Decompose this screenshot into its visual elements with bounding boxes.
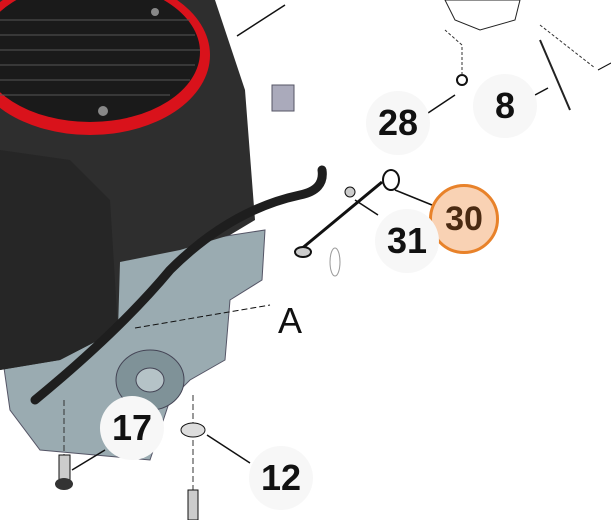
dipstick-tube xyxy=(299,180,383,252)
callout-30-highlighted[interactable]: 30 xyxy=(429,184,499,254)
breather-hose xyxy=(30,165,327,405)
fan-screen xyxy=(0,0,200,122)
callout-12[interactable]: 12 xyxy=(260,457,302,498)
screw-31 xyxy=(344,186,356,198)
wire-connector xyxy=(271,84,295,112)
reference-letter-a: A xyxy=(277,300,303,341)
mount-bracket xyxy=(444,0,521,31)
bolt-17 xyxy=(58,454,71,481)
callout-31[interactable]: 31 xyxy=(386,220,428,261)
callout-28[interactable]: 28 xyxy=(377,102,419,143)
callout-17[interactable]: 17 xyxy=(111,407,153,448)
washer-12 xyxy=(180,422,206,438)
callout-8[interactable]: 8 xyxy=(494,85,516,126)
o-ring xyxy=(382,169,400,191)
